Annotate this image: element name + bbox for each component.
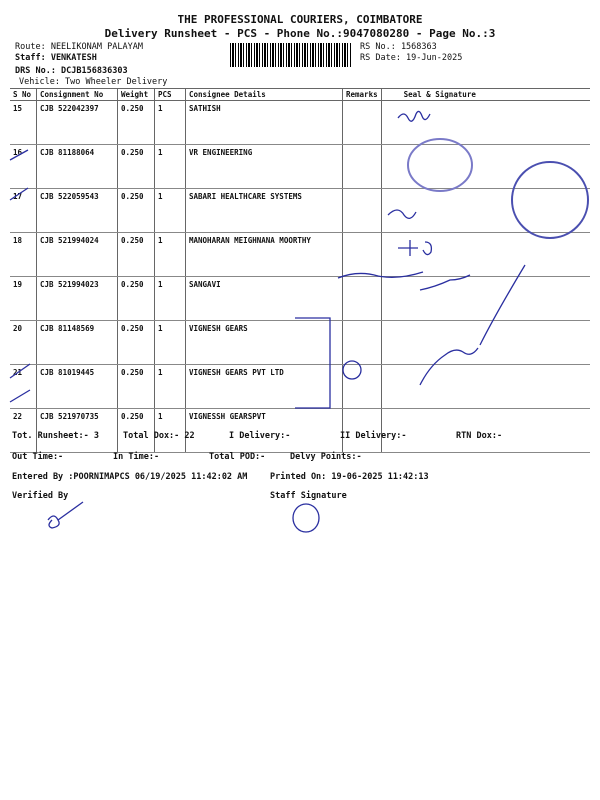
cell-sno: 16 bbox=[10, 144, 37, 189]
staff: Staff: VENKATESH bbox=[15, 53, 97, 63]
cell-cn: CJB 81019445 bbox=[36, 364, 118, 409]
cell-seal bbox=[380, 144, 590, 189]
cell-sno: 17 bbox=[10, 188, 37, 233]
cell-cn: CJB 81188064 bbox=[36, 144, 118, 189]
drs-no: DRS No.: DCJB156836303 bbox=[15, 66, 128, 76]
cell-consignee: SANGAVI bbox=[185, 276, 343, 321]
cell-wt: 0.250 bbox=[117, 100, 155, 145]
cell-seal bbox=[380, 364, 590, 409]
col-sno: S No bbox=[10, 88, 37, 101]
cell-pcs: 1 bbox=[154, 188, 186, 233]
col-remarks: Remarks bbox=[342, 88, 382, 101]
cell-wt: 0.250 bbox=[117, 320, 155, 365]
cell-consignee: MANOHARAN MEIGHNANA MOORTHY bbox=[185, 232, 343, 277]
vehicle: Vehicle: Two Wheeler Delivery bbox=[19, 77, 168, 87]
cell-remarks bbox=[342, 232, 382, 277]
out-time: Out Time:- bbox=[12, 452, 64, 462]
cell-sno: 19 bbox=[10, 276, 37, 321]
cell-consignee: VIGNESH GEARS PVT LTD bbox=[185, 364, 343, 409]
cell-consignee: VR ENGINEERING bbox=[185, 144, 343, 189]
cell-wt: 0.250 bbox=[117, 408, 155, 453]
col-consignment: Consignment No bbox=[36, 88, 118, 101]
cell-pcs: 1 bbox=[154, 364, 186, 409]
route: Route: NEELIKONAM PALAYAM bbox=[15, 42, 143, 52]
ii-delivery: II Delivery:- bbox=[340, 431, 407, 441]
barcode bbox=[230, 43, 352, 67]
cell-pcs: 1 bbox=[154, 100, 186, 145]
cell-consignee: VIGNESSH GEARSPVT bbox=[185, 408, 343, 453]
cell-cn: CJB 521994024 bbox=[36, 232, 118, 277]
cell-remarks bbox=[342, 364, 382, 409]
cell-remarks bbox=[342, 144, 382, 189]
cell-consignee: SABARI HEALTHCARE SYSTEMS bbox=[185, 188, 343, 233]
entered-by: Entered By :POORNIMAPCS 06/19/2025 11:42… bbox=[12, 472, 248, 482]
cell-pcs: 1 bbox=[154, 408, 186, 453]
cell-seal bbox=[380, 276, 590, 321]
rs-date: RS Date: 19-Jun-2025 bbox=[360, 53, 463, 63]
rtn-dox: RTN Dox:- bbox=[456, 431, 503, 441]
cell-wt: 0.250 bbox=[117, 276, 155, 321]
total-pod: Total POD:- bbox=[209, 452, 266, 462]
cell-seal bbox=[380, 232, 590, 277]
runsheet-title: Delivery Runsheet - PCS - Phone No.:9047… bbox=[104, 27, 496, 40]
cell-consignee: VIGNESH GEARS bbox=[185, 320, 343, 365]
cell-sno: 21 bbox=[10, 364, 37, 409]
col-consignee: Consignee Details bbox=[185, 88, 343, 101]
cell-remarks bbox=[342, 276, 382, 321]
cell-pcs: 1 bbox=[154, 320, 186, 365]
cell-wt: 0.250 bbox=[117, 188, 155, 233]
col-weight: Weight bbox=[117, 88, 155, 101]
cell-sno: 20 bbox=[10, 320, 37, 365]
cell-cn: CJB 522059543 bbox=[36, 188, 118, 233]
cell-seal bbox=[380, 100, 590, 145]
cell-wt: 0.250 bbox=[117, 364, 155, 409]
delvy-points: Delvy Points:- bbox=[290, 452, 362, 462]
cell-pcs: 1 bbox=[154, 276, 186, 321]
i-delivery: I Delivery:- bbox=[229, 431, 291, 441]
verified-by: Verified By bbox=[12, 491, 69, 501]
staff-signature bbox=[292, 503, 320, 533]
company-title: THE PROFESSIONAL COURIERS, COIMBATORE bbox=[177, 13, 423, 26]
cell-remarks bbox=[342, 408, 382, 453]
cell-cn: CJB 522042397 bbox=[36, 100, 118, 145]
col-seal: Seal & Signature bbox=[380, 88, 590, 101]
total-dox: Total Dox:- 22 bbox=[123, 431, 195, 441]
cell-remarks bbox=[342, 320, 382, 365]
cell-wt: 0.250 bbox=[117, 232, 155, 277]
cell-seal bbox=[380, 408, 590, 453]
cell-sno: 22 bbox=[10, 408, 37, 453]
cell-wt: 0.250 bbox=[117, 144, 155, 189]
cell-sno: 15 bbox=[10, 100, 37, 145]
cell-seal bbox=[380, 188, 590, 233]
cell-consignee: SATHISH bbox=[185, 100, 343, 145]
cell-remarks bbox=[342, 188, 382, 233]
staff-signature-label: Staff Signature bbox=[270, 491, 347, 501]
consignment-table: S No Consignment No Weight PCS Consignee… bbox=[10, 88, 590, 453]
cell-remarks bbox=[342, 100, 382, 145]
in-time: In Time:- bbox=[113, 452, 160, 462]
printed-on: Printed On: 19-06-2025 11:42:13 bbox=[270, 472, 429, 482]
verified-signature bbox=[47, 501, 84, 529]
cell-sno: 18 bbox=[10, 232, 37, 277]
cell-pcs: 1 bbox=[154, 232, 186, 277]
cell-cn: CJB 521970735 bbox=[36, 408, 118, 453]
cell-cn: CJB 521994023 bbox=[36, 276, 118, 321]
col-pcs: PCS bbox=[154, 88, 186, 101]
rs-no: RS No.: 1568363 bbox=[360, 42, 437, 52]
tot-runsheet: Tot. Runsheet:- 3 bbox=[12, 431, 99, 441]
cell-cn: CJB 81148569 bbox=[36, 320, 118, 365]
cell-pcs: 1 bbox=[154, 144, 186, 189]
cell-seal bbox=[380, 320, 590, 365]
